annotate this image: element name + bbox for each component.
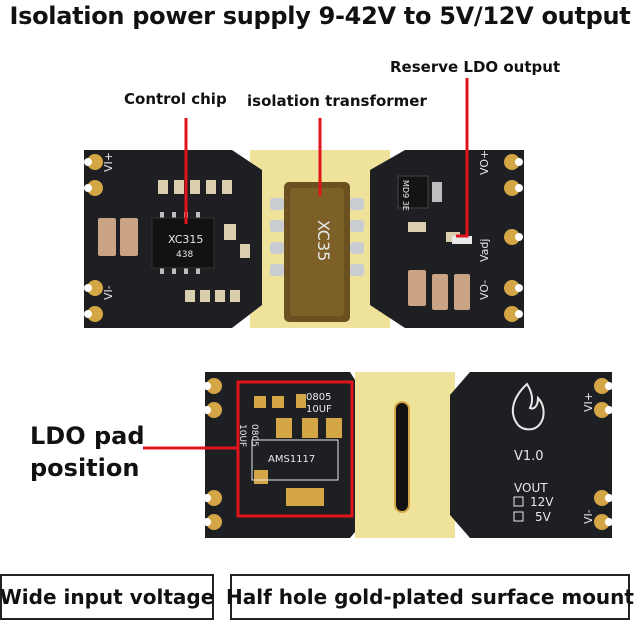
callout-lines <box>143 78 469 450</box>
bottom-left-castellation-holes <box>203 382 211 526</box>
ldo-outline <box>251 439 339 481</box>
version-label: V1.0 <box>514 449 544 464</box>
top-right-castellations <box>504 154 520 322</box>
vout-label: VOUT <box>514 481 548 495</box>
isolation-slot <box>394 401 410 513</box>
bottom-right-castellations <box>594 378 610 530</box>
reserve-ldo-label: Reserve LDO output <box>390 58 561 76</box>
bottom-board-right-section <box>450 372 612 538</box>
ldo-pads <box>254 394 342 506</box>
top-vi-minus-label: VI- <box>102 285 115 300</box>
transformer-marking: XC35 <box>314 220 333 261</box>
transformer-label: isolation transformer <box>247 92 427 110</box>
control-chip-label: Control chip <box>124 90 227 108</box>
chip-marking-1: XC315 <box>168 233 203 246</box>
top-left-cap-2 <box>120 218 138 256</box>
control-chip: XC315 438 <box>151 212 215 274</box>
opt-12v-label: 12V <box>530 495 554 509</box>
ldo-pad-label: LDO pad position <box>30 420 145 484</box>
opt-12v-checkbox <box>513 496 524 507</box>
bottom-right-castellation-holes <box>605 382 613 526</box>
cap-value-label: 10UF <box>306 404 332 415</box>
bottom-board: AMS1117 0805 10UF 0805 10UF V1.0 VOUT 12… <box>203 372 613 538</box>
top-left-castellation-holes <box>84 158 92 318</box>
ldo-part-label: AMS1117 <box>268 454 315 465</box>
feature-half-hole-box: Half hole gold-plated surface mount <box>226 574 634 620</box>
top-left-cap-1 <box>98 218 116 256</box>
top-right-castellation-holes <box>515 158 523 318</box>
opt-5v-checkbox <box>513 511 524 522</box>
top-vadj-label: Vadj <box>478 239 491 262</box>
cap-size-label: 0805 <box>306 392 331 403</box>
feature-wide-input-text: Wide input voltage <box>0 585 215 609</box>
ldo-pad-label-line1: LDO pad <box>30 422 145 450</box>
top-vi-plus-label: VI+ <box>102 152 115 172</box>
feature-half-hole-text: Half hole gold-plated surface mount <box>226 585 634 609</box>
left-cap-value-label: 10UF <box>237 424 247 447</box>
top-vo-plus-label: VO+ <box>478 150 491 175</box>
top-right-components: MD9 3E <box>397 175 472 310</box>
reserve-ldo-callout-line <box>456 78 469 238</box>
chip-marking-2: 438 <box>176 250 193 260</box>
flame-logo-icon <box>511 382 545 431</box>
top-left-castellations <box>87 154 103 322</box>
bottom-vi-plus-label: VI+ <box>582 392 595 412</box>
bottom-vi-minus-label: VI- <box>582 509 595 524</box>
isolation-transformer: XC35 <box>284 182 350 322</box>
ldo-pad-label-line2: position <box>30 454 140 482</box>
opt-5v-label: 5V <box>535 510 552 524</box>
top-smd-row <box>158 180 250 302</box>
transformer-pins <box>270 198 364 276</box>
page-title: Isolation power supply 9-42V to 5V/12V o… <box>9 2 631 30</box>
regulator-marking: MD9 3E <box>401 180 410 211</box>
left-cap-size-label: 0805 <box>249 424 259 447</box>
feature-wide-input-box: Wide input voltage <box>0 574 214 620</box>
top-board: XC315 438 XC35 MD9 3E <box>84 150 524 328</box>
top-vo-minus-label: VO- <box>478 280 491 300</box>
bottom-left-castellations <box>206 378 222 530</box>
